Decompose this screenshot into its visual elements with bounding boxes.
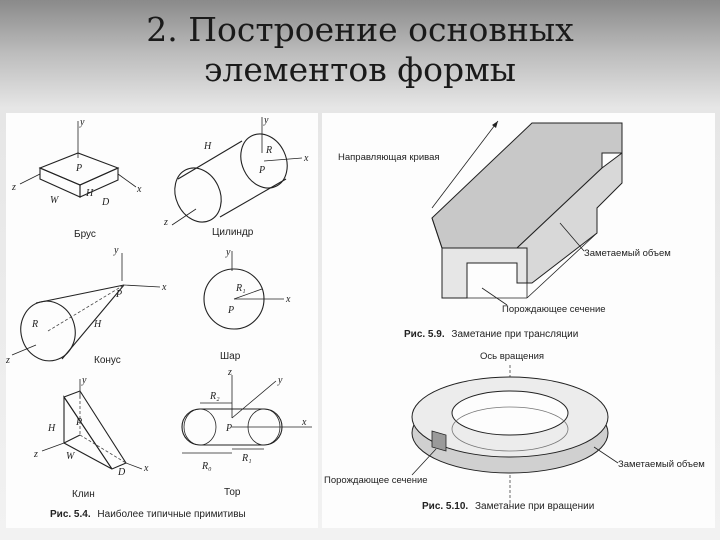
svg-text:y: y bbox=[81, 375, 87, 386]
translation-sweep: Направляющая кривая Заметаемый объем Пор… bbox=[338, 120, 671, 340]
svg-text:x: x bbox=[143, 463, 149, 474]
wedge-label: Клин bbox=[72, 489, 95, 500]
svg-text:x: x bbox=[161, 282, 167, 293]
svg-text:x: x bbox=[301, 417, 307, 428]
svg-text:W: W bbox=[66, 451, 76, 462]
primitives-figure: y x z P W H D Брус y x z H R P Цилиндр y bbox=[6, 113, 318, 528]
generating-section-label: Порождающее сечение bbox=[502, 304, 606, 315]
svg-text:D: D bbox=[101, 197, 110, 208]
rotation-caption: Рис. 5.10. Заметание при вращении bbox=[422, 501, 594, 512]
wedge-primitive: y x z H P W D Клин bbox=[33, 375, 149, 500]
svg-text:y: y bbox=[263, 115, 269, 126]
title-line-2: элементов формы bbox=[203, 50, 517, 89]
cone-primitive: y x z R H P Конус bbox=[6, 245, 167, 366]
svg-text:y: y bbox=[113, 245, 119, 256]
svg-text:H: H bbox=[47, 423, 56, 434]
cylinder-primitive: y x z H R P Цилиндр bbox=[163, 115, 309, 238]
svg-text:H: H bbox=[85, 188, 94, 199]
svg-text:W: W bbox=[50, 195, 60, 206]
title-line-1: 2. Построение основных bbox=[146, 10, 574, 49]
rotation-swept-volume-label: Заметаемый объем bbox=[618, 459, 705, 470]
svg-text:P: P bbox=[75, 417, 82, 428]
sweep-figure: Направляющая кривая Заметаемый объем Пор… bbox=[322, 113, 715, 528]
svg-text:R: R bbox=[265, 145, 272, 156]
swept-volume-label: Заметаемый объем bbox=[584, 248, 671, 259]
sphere-primitive: y x R₁ P Шар bbox=[203, 247, 291, 362]
svg-text:R₁: R₁ bbox=[241, 453, 252, 464]
svg-text:x: x bbox=[285, 294, 291, 305]
svg-text:P: P bbox=[227, 305, 234, 316]
primitives-caption: Рис. 5.4. Наиболее типичные примитивы bbox=[50, 508, 246, 520]
svg-text:H: H bbox=[93, 319, 102, 330]
svg-text:R₀: R₀ bbox=[201, 461, 212, 472]
svg-text:y: y bbox=[79, 117, 85, 128]
rotation-axis-label: Ось вращения bbox=[480, 351, 544, 362]
svg-text:R: R bbox=[31, 319, 38, 330]
slide-title: 2. Построение основных элементов формы bbox=[0, 10, 720, 90]
box-primitive: y x z P W H D Брус bbox=[11, 117, 142, 240]
translation-caption: Рис. 5.9. Заметание при трансляции bbox=[404, 329, 578, 340]
svg-text:x: x bbox=[136, 184, 142, 195]
svg-text:P: P bbox=[258, 165, 265, 176]
svg-text:P: P bbox=[225, 423, 232, 434]
svg-text:H: H bbox=[203, 141, 212, 152]
guide-curve-label: Направляющая кривая bbox=[338, 152, 440, 163]
svg-text:y: y bbox=[225, 247, 231, 258]
svg-text:P: P bbox=[75, 163, 82, 174]
svg-text:R₁: R₁ bbox=[235, 283, 246, 294]
cylinder-label: Цилиндр bbox=[212, 227, 254, 238]
svg-text:P: P bbox=[115, 289, 122, 300]
rotation-sweep: Ось вращения Заметаемый объем Порождающе… bbox=[324, 351, 705, 512]
rotation-generating-section-label: Порождающее сечение bbox=[324, 475, 428, 486]
sweep-drawing: Направляющая кривая Заметаемый объем Пор… bbox=[324, 120, 705, 512]
svg-text:z: z bbox=[33, 449, 38, 460]
torus-primitive: z y x R₂ R₀ R₁ P Тор bbox=[181, 367, 312, 498]
box-label: Брус bbox=[74, 229, 96, 240]
svg-text:z: z bbox=[11, 182, 16, 193]
svg-text:D: D bbox=[117, 467, 126, 478]
svg-text:z: z bbox=[227, 367, 232, 378]
primitives-drawing: y x z P W H D Брус y x z H R P Цилиндр y bbox=[6, 115, 312, 520]
svg-text:R₂: R₂ bbox=[209, 391, 220, 402]
svg-text:y: y bbox=[277, 375, 283, 386]
torus-label: Тор bbox=[224, 487, 241, 498]
svg-text:z: z bbox=[6, 355, 10, 366]
cone-label: Конус bbox=[94, 355, 121, 366]
sphere-label: Шар bbox=[220, 351, 241, 362]
svg-text:x: x bbox=[303, 153, 309, 164]
svg-text:z: z bbox=[163, 217, 168, 228]
